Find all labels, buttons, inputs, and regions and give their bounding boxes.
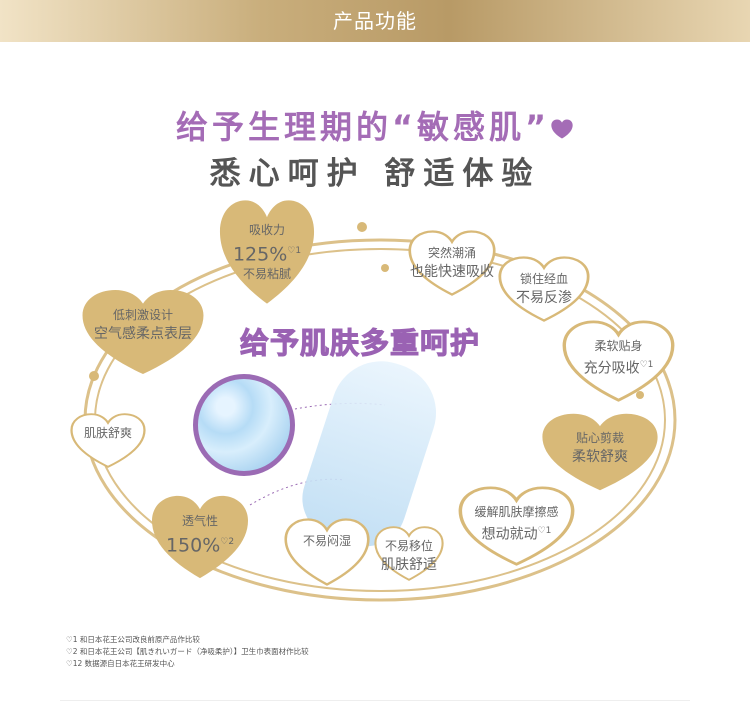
feature-heart: 贴心剪裁柔软舒爽 xyxy=(540,412,660,492)
section-header: 产品功能 xyxy=(0,0,750,42)
heart-text: 也能快速吸收 xyxy=(410,263,494,280)
heart-text: 不易移位 xyxy=(384,539,433,554)
footnote-mark: ♡1 xyxy=(287,245,302,256)
heart-text: 想动就动♡1 xyxy=(481,525,552,543)
headline-text: 给予生理期的“敏感肌” xyxy=(175,108,551,146)
heart-shape xyxy=(458,486,575,566)
heart-text: 锁住经血 xyxy=(519,271,568,286)
divider xyxy=(60,700,690,701)
feature-heart: 锁住经血不易反渗 xyxy=(498,256,590,322)
heart-shape xyxy=(152,495,248,579)
feature-heart: 肌肤舒爽 xyxy=(70,413,146,468)
heart-text: 柔软贴身 xyxy=(594,339,643,354)
heart-text: 缓解肌肤摩擦感 xyxy=(474,504,559,519)
heart-shape xyxy=(284,518,370,586)
heart-text: 柔软舒爽 xyxy=(572,448,628,465)
headline-line2: 悉心呵护 舒适体验 xyxy=(209,156,541,192)
heart-shape xyxy=(408,230,496,296)
footnotes: ♡1 和日本花王公司改良前原产品作比较 ♡2 和日本花王公司【肌きれいガード（净… xyxy=(66,634,309,670)
feature-heart: 不易闷湿 xyxy=(284,518,370,586)
heart-text: 肌肤舒适 xyxy=(381,557,437,574)
feature-heart: 不易移位肌肤舒适 xyxy=(374,526,444,581)
heart-text: 充分吸收♡1 xyxy=(583,360,654,377)
heart-shape xyxy=(374,526,444,581)
heart-shape xyxy=(498,256,590,322)
heart-text: 突然潮涌 xyxy=(427,245,476,260)
heart-shape xyxy=(542,413,658,491)
footnote-mark: ♡2 xyxy=(220,536,235,547)
heart-text: 吸收力 xyxy=(248,222,285,237)
footnote: ♡12 数据源自日本花王研发中心 xyxy=(66,659,175,668)
footnote: ♡2 和日本花王公司【肌きれいガード（净吸柔护）】卫生巾表面材作比较 xyxy=(66,647,309,656)
center-slogan: 给予肌肤多重呵护 xyxy=(239,326,481,361)
footnote-mark: ♡1 xyxy=(537,525,552,536)
heart-icon xyxy=(551,119,573,139)
feature-heart: 低刺激设计空气感柔点表层 xyxy=(80,288,206,376)
surface-closeup-image xyxy=(193,374,295,476)
feature-heart: 突然潮涌也能快速吸收 xyxy=(408,230,496,296)
feature-heart: 透气性 150%♡2 xyxy=(150,494,250,580)
heart-text: 不易闷湿 xyxy=(302,533,351,548)
heart-shape xyxy=(70,413,146,468)
heart-text: 低刺激设计 xyxy=(112,308,173,323)
headline-line1: 给予生理期的“敏感肌” xyxy=(0,102,750,148)
heart-text: 贴心剪裁 xyxy=(575,430,624,445)
heart-shape xyxy=(82,289,204,375)
heart-shape xyxy=(219,200,315,304)
heart-text: 不易粘腻 xyxy=(242,267,291,282)
feature-heart: 柔软贴身充分吸收♡1 xyxy=(562,320,675,402)
heart-text: 不易反渗 xyxy=(516,289,572,306)
footnote: ♡1 和日本花王公司改良前原产品作比较 xyxy=(66,635,200,644)
feature-heart: 缓解肌肤摩擦感想动就动♡1 xyxy=(458,486,575,566)
heart-shape xyxy=(562,320,675,402)
heart-text: 150%♡2 xyxy=(165,534,235,557)
heart-text: 肌肤舒爽 xyxy=(83,426,132,441)
heart-text: 空气感柔点表层 xyxy=(94,326,192,343)
heart-text: 透气性 xyxy=(181,513,218,528)
footnote-mark: ♡1 xyxy=(639,360,654,371)
heart-text: 125%♡1 xyxy=(232,243,302,266)
